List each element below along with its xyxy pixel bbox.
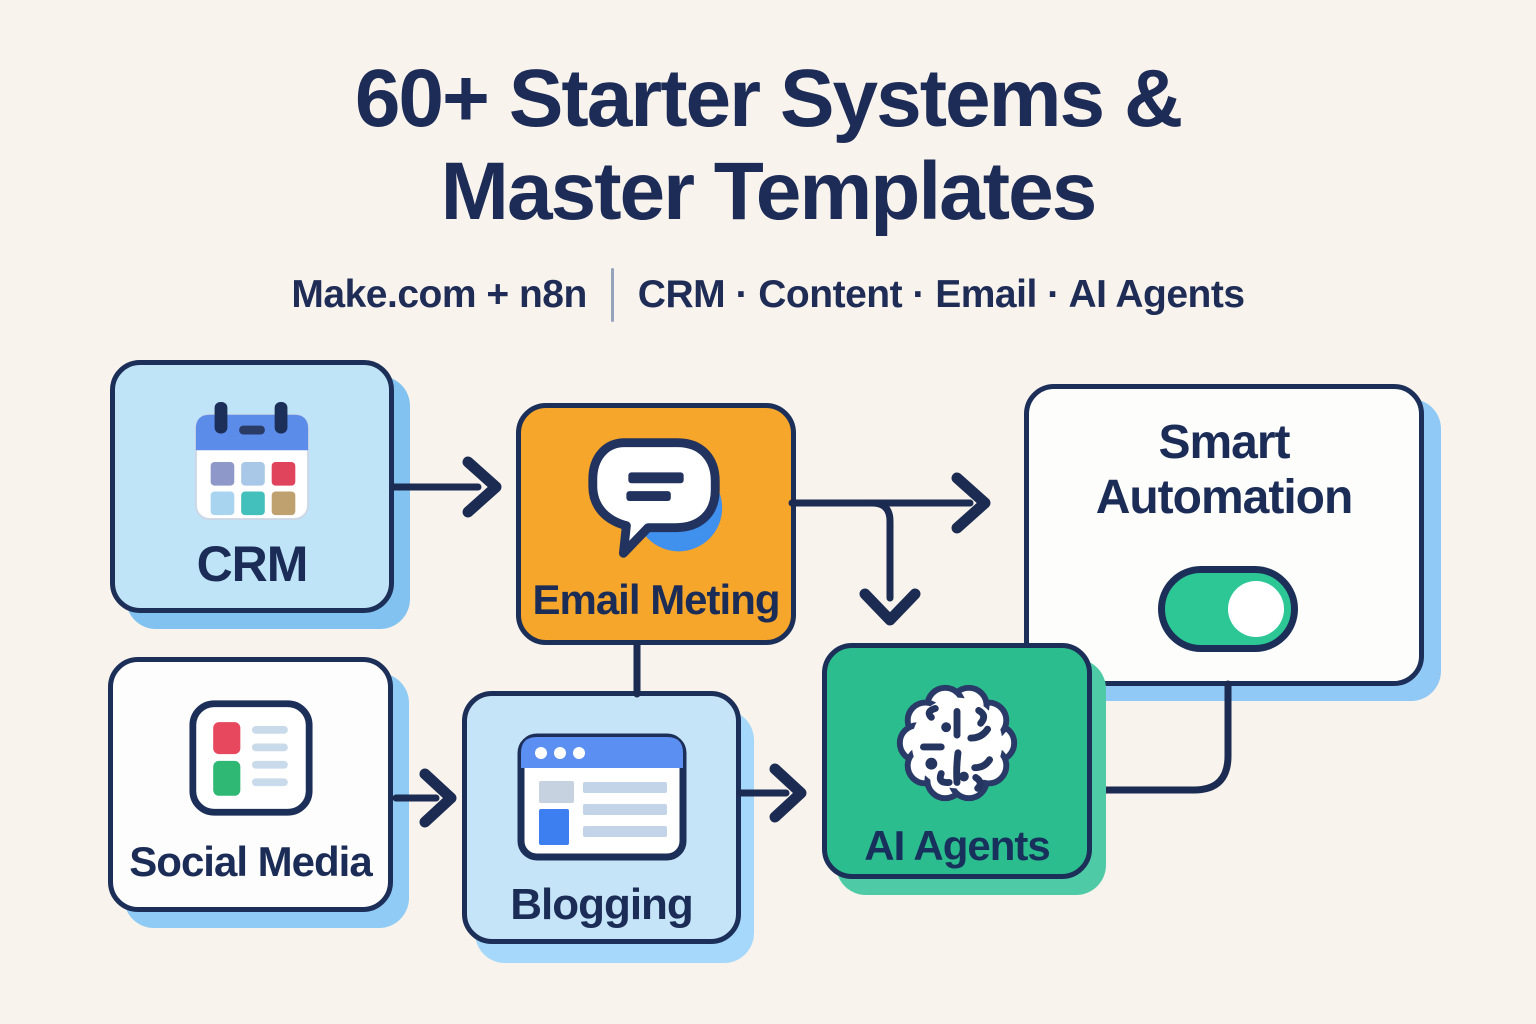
ai-agents-label: AI Agents [864, 822, 1050, 869]
calendar-icon [194, 401, 310, 521]
node-crm: CRM [110, 360, 394, 613]
toggle-knob [1228, 581, 1284, 637]
arrowhead-email-smart [951, 472, 991, 534]
title-line-2: Master Templates [440, 146, 1098, 238]
node-ai-agents: AI Agents [822, 643, 1092, 879]
crm-label: CRM [196, 536, 309, 592]
node-blogging: Blogging [462, 691, 741, 944]
arrowhead-email-ai [859, 588, 921, 626]
brain-icon [896, 684, 1018, 802]
chat-bubble-icon [588, 438, 723, 558]
arrowhead-crm-email [462, 456, 502, 518]
subtitle-right: CRM · Content · Email · AI Agents [637, 273, 1245, 316]
arrowhead-blogging-ai [769, 763, 807, 823]
wire-email-ai [868, 499, 894, 602]
email-meting-label: Email Meting [532, 576, 780, 623]
toggle-on-icon [1158, 566, 1298, 652]
smart-automation-label: Smart Automation [1095, 416, 1354, 525]
arrowhead-social-blogging [419, 768, 457, 828]
node-smart-automation: Smart Automation [1024, 384, 1424, 686]
node-social-media: Social Media [108, 657, 393, 912]
subtitle-divider [610, 268, 614, 322]
node-email-meting: Email Meting [516, 403, 796, 645]
feed-icon [188, 700, 313, 816]
wire-smart-ai [1090, 680, 1232, 794]
blogging-label: Blogging [510, 880, 694, 929]
subtitle: Make.com + n8n CRM · Content · Email · A… [0, 268, 1536, 322]
subtitle-left: Make.com + n8n [291, 273, 587, 316]
social-media-label: Social Media [129, 838, 372, 885]
title-line-1: 60+ Starter Systems & [354, 53, 1183, 144]
page-title: 60+ Starter Systems & Master Templates [0, 52, 1536, 239]
browser-icon [517, 733, 686, 861]
